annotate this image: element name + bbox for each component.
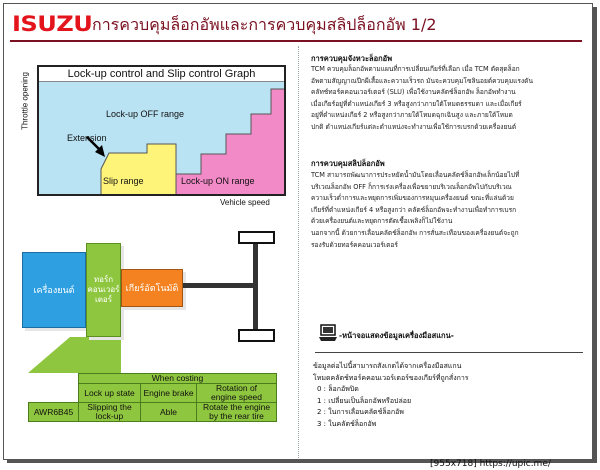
drive-shaft <box>183 283 253 288</box>
col-lockup-state: Lock up state <box>78 383 141 403</box>
table-callout <box>28 337 121 373</box>
rear-wheel-bottom <box>238 329 275 342</box>
slide-shadow-bottom <box>7 460 597 463</box>
lockup-on-label: Lock-up ON range <box>181 176 255 186</box>
extension-arrow-head <box>95 145 105 157</box>
rear-axle <box>253 244 258 331</box>
image-source-caption: [955x718] https://upic.me/ <box>430 459 551 469</box>
rear-wheel-top <box>238 231 275 244</box>
list-item: 2 : ในการเลื่อนคลัตช์ล็อกอัพ <box>317 408 404 417</box>
slide-shadow-right <box>593 7 597 462</box>
model-cell: AWR6B45 <box>28 402 79 422</box>
graph-x-axis-label: Vehicle speed <box>220 198 270 207</box>
slip-section-heading: การควบคุมสลิปล็อกอัพ <box>311 159 385 168</box>
column-divider <box>298 46 299 458</box>
lockup-off-label: Lock-up OFF range <box>106 109 185 119</box>
laptop-icon <box>319 324 337 341</box>
scan-tool-heading: -หน้าจอแสดงข้อมูลเครื่องมือสแกน- <box>339 331 454 340</box>
scan-tool-body: ข้อมูลต่อไปนี้สามารถสังเกตได้จากเครื่องม… <box>313 361 587 431</box>
brake-cell: Able <box>140 402 197 422</box>
slip-boundary-line <box>100 143 177 194</box>
page-title: การควบคุมล็อกอัพและการควบคุมสลิปล็อกอัพ … <box>92 15 437 34</box>
engine-block: เครื่องยนต์ <box>22 252 86 328</box>
slip-section-body: TCM สามารถพัฒนาการประหยัดน้ำมันโดยเลื่อน… <box>311 171 520 249</box>
scan-tool-rule <box>315 352 583 353</box>
coasting-table: When costing Lock up state Engine brake … <box>28 373 277 422</box>
graph-regions <box>86 88 284 194</box>
lockup-section-heading: การควบคุมจังหวะล็อกอัพ <box>311 54 393 63</box>
list-item: 1 : เปลี่ยนเป็นล็อกอัพหรือปล่อย <box>317 396 412 405</box>
extension-label: Extension <box>67 133 107 143</box>
list-item: 3 : ในคลัตช์ล็อกอัพ <box>317 419 377 428</box>
on-boundary-line <box>176 88 284 175</box>
title-rule <box>10 40 582 42</box>
list-item: 0 : ล็อกอัพปิด <box>317 385 359 394</box>
slip-range-label: Slip range <box>103 176 144 186</box>
lockup-section-body: TCM ควบคุมล็อกอัพตามแผนที่การเปลี่ยนเกีย… <box>311 65 533 131</box>
lockup-on-region <box>176 89 284 194</box>
gearbox-block: เกียร์อัตโนมัติ <box>121 269 183 307</box>
graph-y-axis-label: Throttle opening <box>20 72 30 130</box>
when-coasting-header: When costing <box>78 373 277 384</box>
graph-title: Lock-up control and Slip control Graph <box>39 67 284 82</box>
torque-converter-block: ทอร์กคอนเวอร์เตอร์ <box>86 243 121 337</box>
col-engine-brake: Engine brake <box>140 383 197 403</box>
lockup-graph: Lock-up control and Slip control Graph L… <box>37 65 286 196</box>
isuzu-logo: ISUZU <box>12 12 93 36</box>
slip-region <box>101 144 176 194</box>
